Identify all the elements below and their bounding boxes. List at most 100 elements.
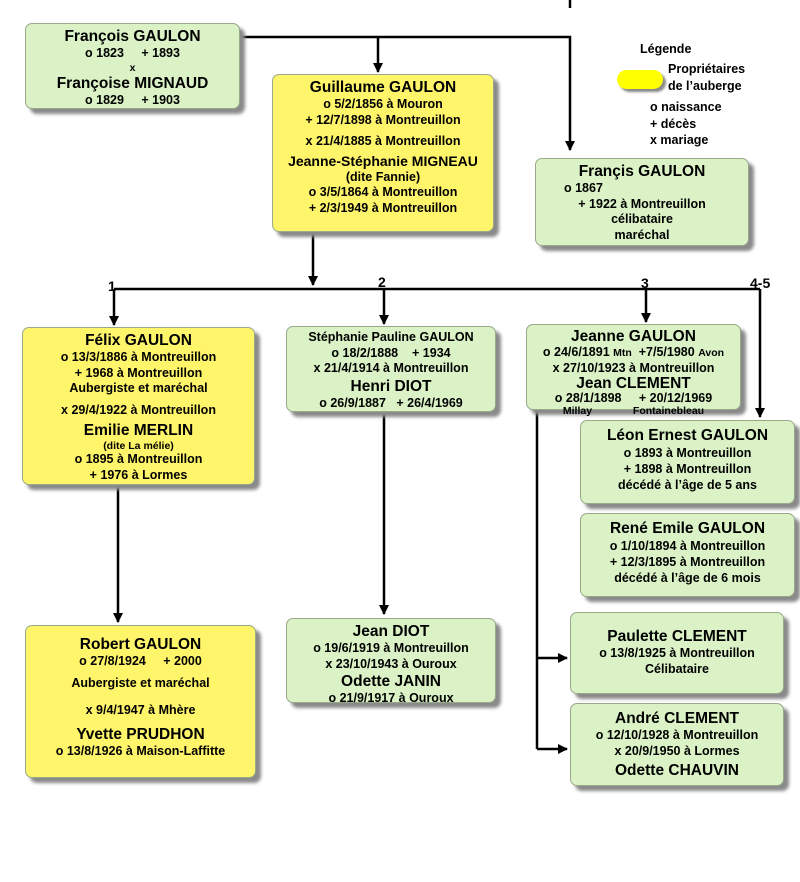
spouse-life-dates: o 1829 + 1903 xyxy=(26,93,239,109)
spouse-birth-date: o 1895 à Montreuillon xyxy=(74,452,203,466)
birth-date: o 24/6/1891 xyxy=(542,345,610,359)
birth-date: o 5/2/1856 à Mouron xyxy=(323,97,443,111)
marriage-date: x 29/4/1922 à Montreuillon xyxy=(61,402,216,417)
person-name: Jean DIOT xyxy=(352,623,430,640)
spouse-birth-date: o 28/1/1898 xyxy=(554,391,622,405)
marriage-date: x 23/10/1943 à Ouroux xyxy=(325,656,457,671)
death-date: + 12/3/1895 à Montreuillon xyxy=(609,555,766,569)
birth-date: o 19/6/1919 à Montreuillon xyxy=(313,641,469,655)
marriage-date: x 21/4/1914 à Montreuillon xyxy=(313,361,469,375)
branch-number-4-5: 4-5 xyxy=(750,275,771,291)
spouse-name: Odette JANIN xyxy=(341,673,441,690)
person-leon-gaulon: Léon Ernest GAULON o 1893 à Montreuillon… xyxy=(580,420,795,504)
birth-date: o 1823 xyxy=(85,46,124,60)
spouse-death-date: + 26/4/1969 xyxy=(396,395,463,410)
marriage-date: x 9/4/1947 à Mhère xyxy=(85,703,196,717)
note-status: célibataire xyxy=(611,212,673,226)
death-date: + 1898 à Montreuillon xyxy=(623,462,752,476)
person-name: Paulette CLEMENT xyxy=(607,628,747,645)
spouse-name: Françoise MIGNAUD xyxy=(56,74,209,92)
profession: Aubergiste et maréchal xyxy=(69,381,208,395)
note: décédé à l’âge de 6 mois xyxy=(614,571,761,585)
spouse-name: Jean CLEMENT xyxy=(576,375,691,392)
spouse-life-dates: o 26/9/1887 + 26/4/1969 xyxy=(287,396,495,412)
marriage-date: x 27/10/1923 à Montreuillon xyxy=(552,360,715,375)
birth-date: o 18/2/1888 xyxy=(331,345,399,360)
birth-date: o 27/8/1924 xyxy=(79,654,146,668)
person-jean-diot: Jean DIOT o 19/6/1919 à Montreuillon x 2… xyxy=(286,618,496,705)
person-jeanne-gaulon: Jeanne GAULON o 24/6/1891 Mtn +7/5/1980 … xyxy=(526,324,741,417)
birth-date: o 12/10/1928 à Montreuillon xyxy=(595,728,759,742)
life-dates: o 24/6/1891 Mtn +7/5/1980 Avon xyxy=(527,345,740,361)
person-name: Félix GAULON xyxy=(85,332,192,349)
legend-owners-line1: Propriétaires xyxy=(668,62,746,76)
person-robert-gaulon: Robert GAULON o 27/8/1924 + 2000 Aubergi… xyxy=(25,625,256,778)
profession: Aubergiste et maréchal xyxy=(71,675,210,690)
spouse-nickname: (dite Fannie) xyxy=(345,169,421,184)
person-name: Robert GAULON xyxy=(79,636,202,653)
death-date: + 1934 xyxy=(412,345,451,360)
birth-date: o 1/10/1894 à Montreuillon xyxy=(609,539,766,553)
spouse-birth-date: o 1829 xyxy=(85,92,124,107)
spouse-places: Millay Fontainebleau xyxy=(527,405,740,417)
spouse-birth-date: o 13/8/1926 à Maison-Laffitte xyxy=(55,743,226,758)
branch-number-2: 2 xyxy=(378,274,386,290)
person-name: Guillaume GAULON xyxy=(309,79,457,96)
death-place: Avon xyxy=(698,347,725,359)
life-dates: o 27/8/1924 + 2000 xyxy=(26,654,255,670)
branch-number-3: 3 xyxy=(641,275,649,291)
legend-owner-swatch xyxy=(617,70,663,89)
person-rene-gaulon: René Emile GAULON o 1/10/1894 à Montreui… xyxy=(580,513,795,597)
person-paulette-clement: Paulette CLEMENT o 13/8/1925 à Montreuil… xyxy=(570,612,784,694)
legend-owners-line2: de l’auberge xyxy=(668,79,742,93)
person-name: François GAULON xyxy=(64,28,201,45)
spouse-birth-place: Millay xyxy=(562,405,593,417)
spouse-death-date: + 20/12/1969 xyxy=(638,391,713,405)
legend-title: Légende xyxy=(640,42,692,56)
person-name: Françis GAULON xyxy=(578,163,706,180)
person-name: Stéphanie Pauline GAULON xyxy=(308,330,474,344)
death-date: + 12/7/1898 à Montreuillon xyxy=(305,112,461,127)
spouse-name: Emilie MERLIN xyxy=(83,422,194,439)
spouse-birth-date: o 26/9/1887 xyxy=(319,395,386,410)
death-date: + 1893 xyxy=(141,46,180,60)
birth-date: o 13/3/1886 à Montreuillon xyxy=(60,350,217,364)
legend-death: + décès xyxy=(650,117,697,131)
marriage-date: x 21/4/1885 à Montreuillon xyxy=(305,134,461,148)
legend-birth: o naissance xyxy=(650,100,722,114)
person-felix-gaulon: Félix GAULON o 13/3/1886 à Montreuillon … xyxy=(22,327,255,485)
person-name: Jeanne GAULON xyxy=(571,328,696,345)
life-dates: o 18/2/1888 + 1934 xyxy=(287,346,495,362)
person-name: André CLEMENT xyxy=(615,710,739,727)
death-date: + 1968 à Montreuillon xyxy=(74,365,203,380)
person-name: Léon Ernest GAULON xyxy=(606,427,769,444)
spouse-nickname: (dite La mélie) xyxy=(103,440,174,452)
note-profession: maréchal xyxy=(614,227,670,242)
spouse-birth-date: o 3/5/1864 à Montreuillon xyxy=(308,185,458,199)
person-andre-clement: André CLEMENT o 12/10/1928 à Montreuillo… xyxy=(570,703,784,786)
spouse-name: Odette CHAUVIN xyxy=(614,762,739,779)
person-francis-gaulon: Françis GAULON o 1867 + 1922 à Montreuil… xyxy=(535,158,749,246)
marriage-mark: x xyxy=(129,61,136,74)
death-date: + 1922 à Montreuillon xyxy=(578,196,706,211)
person-guillaume-gaulon: Guillaume GAULON o 5/2/1856 à Mouron + 1… xyxy=(272,74,494,232)
person-name: René Emile GAULON xyxy=(609,520,766,537)
spouse-death-date: + 1903 xyxy=(141,92,180,107)
note: décédé à l’âge de 5 ans xyxy=(618,478,757,492)
birth-date: o 1893 à Montreuillon xyxy=(623,446,752,460)
spouse-birth-date: o 21/9/1917 à Ouroux xyxy=(328,691,454,705)
birth-place: Mtn xyxy=(613,347,632,359)
person-stephanie-gaulon: Stéphanie Pauline GAULON o 18/2/1888 + 1… xyxy=(286,326,496,412)
spouse-life-dates: o 28/1/1898 + 20/12/1969 xyxy=(527,392,740,405)
life-dates: o 1823 + 1893 xyxy=(26,46,239,62)
legend-marriage: x mariage xyxy=(650,133,709,147)
birth-date: o 13/8/1925 à Montreuillon xyxy=(599,646,755,660)
spouse-name: Yvette PRUDHON xyxy=(76,725,205,743)
birth-date: o 1867 xyxy=(564,181,603,195)
spouse-name: Jeanne-Stéphanie MIGNEAU xyxy=(288,152,478,169)
spouse-death-date: + 2/3/1949 à Montreuillon xyxy=(308,200,458,215)
spouse-death-date: + 1976 à Lormes xyxy=(89,467,188,482)
person-francois-gaulon: François GAULON o 1823 + 1893 x François… xyxy=(25,23,240,109)
spouse-death-place: Fontainebleau xyxy=(632,405,705,417)
note: Célibataire xyxy=(645,661,709,676)
